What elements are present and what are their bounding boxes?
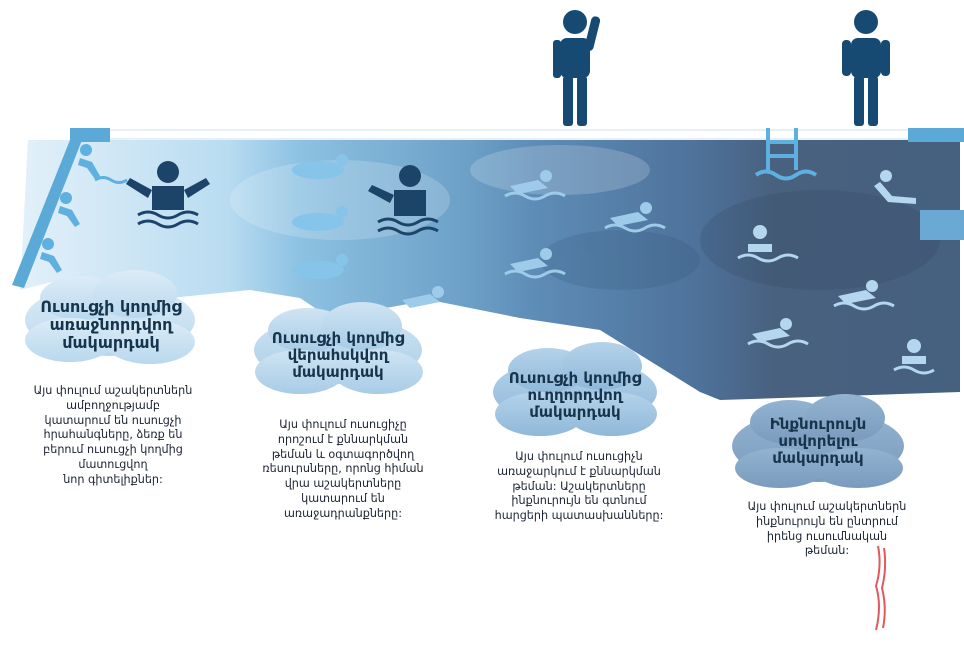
level-3-title-line-2: ուղղորդվող [527, 385, 623, 404]
level-1-desc-line: կատարում են ուսուցչի [44, 413, 182, 427]
swimmer-icons-area-2 [292, 154, 348, 279]
level-2-title-line-1: Ուսուցչի կողմից [271, 329, 405, 347]
level-4-desc-line: ինքնուրույն են ընտրում [755, 514, 898, 528]
pool-ladder-icon [754, 128, 818, 181]
level-2-title-line-2: վերահսկվող [287, 345, 389, 364]
climbing-swimmer-icons [40, 144, 128, 273]
level-3-title: Ուսուցչի կողմից ուղղորդվող մակարդակ [495, 370, 655, 420]
level-3-desc-line: ինքնուրույն են գտնում [511, 494, 647, 508]
level-4-title-line-2: սովորելու [778, 431, 858, 450]
level-2-desc-line: վրա աշակերտները [284, 477, 402, 491]
level-1-desc-line: բերում ուսուցչի կողմից [43, 443, 183, 457]
level-1-title-line-3: մակարդակ [62, 332, 160, 352]
level-1-title-line-1: Ուսուցչի կողմից [40, 297, 182, 316]
level-4-description: Այս փուլում աշակերտներն ինքնուրույն են ը… [722, 500, 932, 559]
water-texture [230, 145, 940, 290]
pool-edge-right [908, 128, 964, 142]
cloud-level-3 [493, 342, 657, 436]
level-2-desc-line: Այս փուլում ուսուցիչը [279, 418, 407, 431]
level-1-description: Այս փուլում աշակերտներն ամբողջությամբ կա… [8, 384, 218, 487]
level-1-desc-line: Այս փուլում աշակերտներն [33, 384, 193, 397]
level-2-desc-line: թեման և օգտագործվող [271, 447, 415, 461]
cloud-level-4 [732, 394, 904, 488]
cloud-level-1 [25, 270, 195, 364]
level-2-desc-line: կատարում են [301, 491, 385, 505]
level-4-title-line-1: Ինքնուրույն [769, 415, 867, 433]
level-1-title-line-2: առաջնորդվող [49, 314, 173, 334]
cloud-level-2 [254, 302, 423, 394]
level-4-desc-line: Այս փուլում աշակերտներն [747, 500, 907, 513]
level-3-title-line-1: Ուսուցչի կողմից [508, 369, 642, 387]
swimmer-icons-area-3 [402, 170, 666, 308]
level-2-title-line-3: մակարդակ [292, 362, 384, 381]
level-1-desc-line: մատուցվող [78, 457, 148, 471]
level-1-desc-line: ամբողջությամբ [66, 398, 160, 412]
instructor-in-water-icon-2 [368, 165, 439, 236]
instructor-in-water-icon-1 [126, 161, 210, 229]
level-4-title: Ինքնուրույն սովորելու մակարդակ [738, 416, 898, 466]
level-2-desc-line: որոշում է քննարկման [277, 432, 409, 446]
level-2-description: Այս փուլում ուսուցիչը որոշում է քննարկմա… [245, 418, 441, 521]
level-2-title: Ուսուցչի կողմից վերահսկվող մակարդակ [258, 330, 418, 380]
level-2-desc-line: առաջադրանքները: [284, 506, 402, 520]
level-4-title-line-3: մակարդակ [772, 448, 864, 467]
level-3-description: Այս փուլում ուսուցիչն առաջարկում է քննար… [474, 450, 684, 524]
level-3-desc-line: Այս փուլում ուսուցիչն [515, 450, 643, 463]
pool-water [20, 140, 960, 400]
level-1-title: Ուսուցչի կողմից առաջնորդվող մակարդակ [28, 298, 194, 352]
red-annotation-mark [874, 545, 887, 631]
level-2-desc-line: ռեսուրսները, որոնց հիման [262, 462, 424, 476]
level-4-desc-line: իրենց ուսումնական [766, 529, 888, 543]
pool-slope-left [12, 140, 82, 288]
diver-icon [874, 170, 964, 240]
level-3-desc-line: թեման: Աշակերտները [512, 479, 646, 493]
coach-waving-icon [553, 10, 601, 126]
level-1-desc-line: նոր գիտելիքներ: [63, 472, 163, 486]
pool-edge-left [70, 128, 110, 142]
level-3-desc-line: հարցերի պատասխանները: [494, 509, 664, 523]
level-1-desc-line: հրահանգները, ձեռք են [43, 428, 183, 442]
level-4-desc-line: թեման: [804, 544, 850, 558]
coach-standing-icon [842, 10, 890, 126]
level-3-title-line-3: մակարդակ [529, 402, 621, 421]
swimmer-icons-area-4 [737, 225, 935, 375]
pool-rim [95, 129, 911, 140]
level-3-desc-line: առաջարկում է քննարկման [497, 464, 661, 478]
